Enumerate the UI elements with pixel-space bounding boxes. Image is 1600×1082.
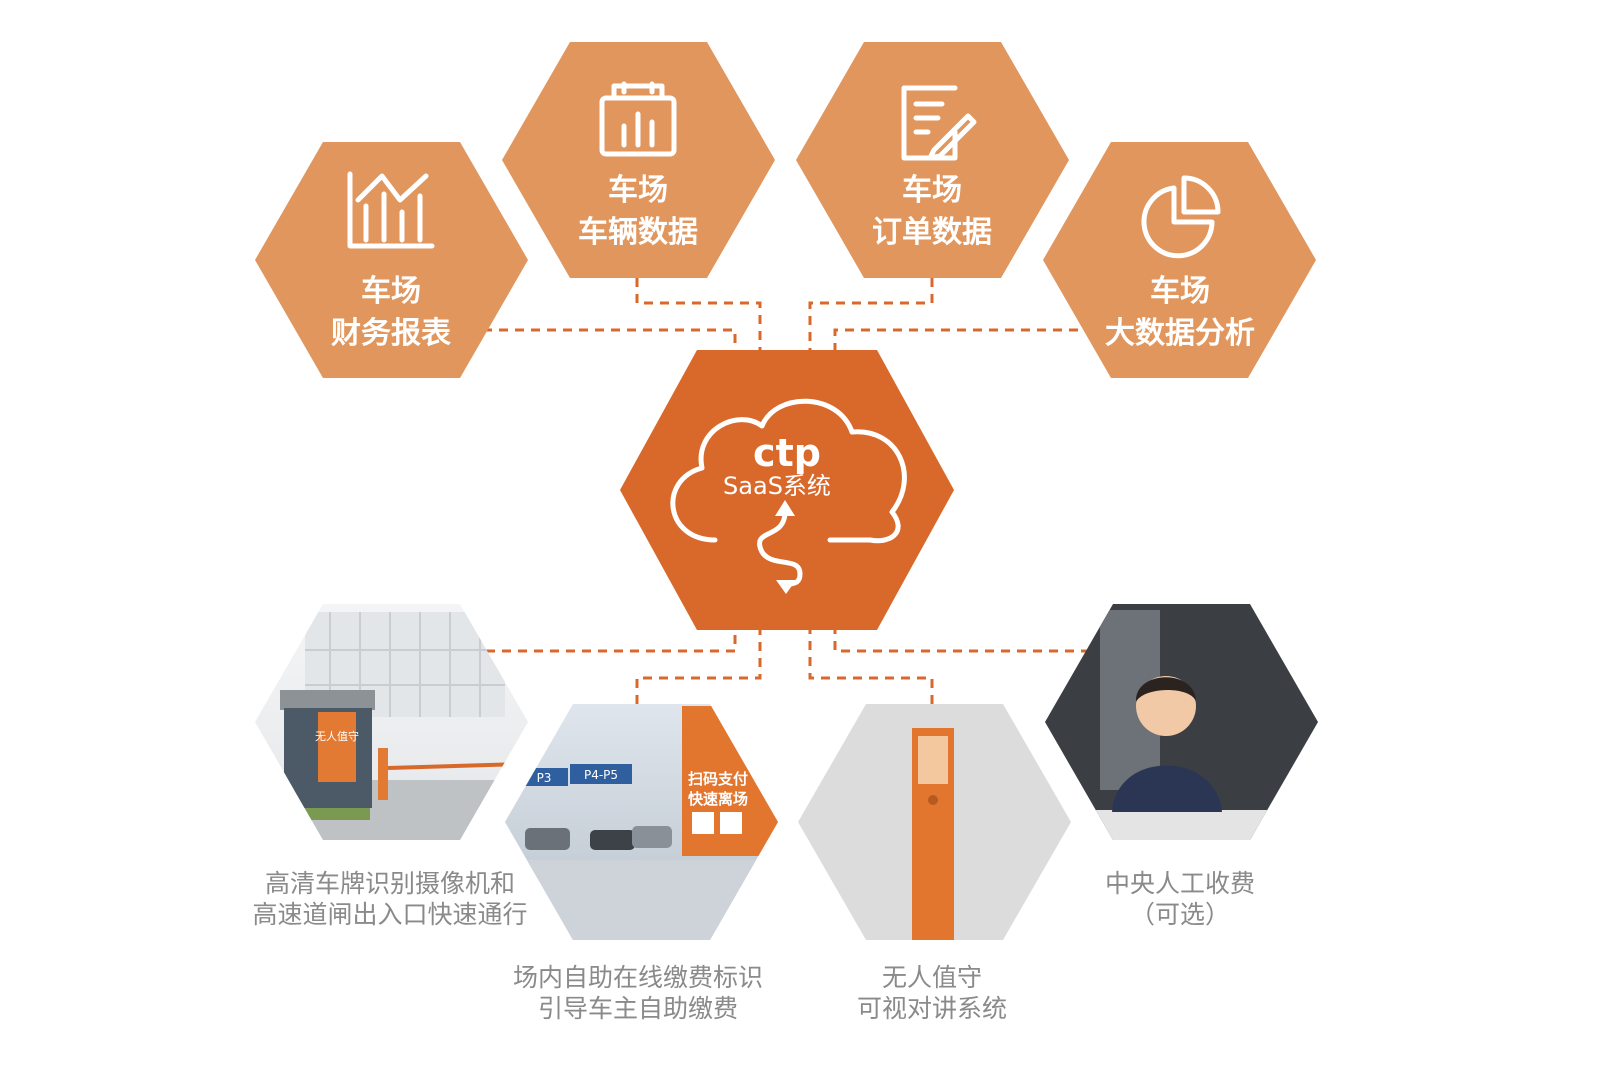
connector-bigdata <box>833 328 1110 350</box>
hex-cashier-photo <box>1045 604 1318 840</box>
lane-sign-1: P3 <box>537 771 552 785</box>
order-line1: 车场 <box>902 173 962 208</box>
connector-vehicle <box>635 278 762 350</box>
pie-chart-icon <box>1141 175 1221 259</box>
qr-code-icon <box>692 812 714 834</box>
hex-camera-photo: 无人值守 <box>255 604 528 840</box>
hex-signage-photo: P3 P4-P5 扫码支付 快速离场 <box>505 704 778 940</box>
connector-kiosk <box>808 630 934 704</box>
calendar-chart-icon <box>599 81 677 157</box>
finance-line2: 财务报表 <box>331 316 451 351</box>
caption-signage-1: 场内自助在线缴费标识 <box>513 963 763 992</box>
caption-camera-2: 高速道闸出入口快速通行 <box>252 900 527 929</box>
bigdata-line1: 车场 <box>1150 274 1210 309</box>
connector-camera <box>470 630 737 653</box>
caption-manual-2: （可选） <box>1130 900 1230 929</box>
qr-code-icon <box>720 812 742 834</box>
attendant-uniform <box>1112 765 1222 812</box>
hex-finance-report: 车场 财务报表 <box>255 142 528 378</box>
caption-kiosk-1: 无人值守 <box>882 963 982 992</box>
vehicle-line1: 车场 <box>608 173 668 208</box>
cloud-icon <box>670 398 907 544</box>
caption-signage-2: 引导车主自助缴费 <box>538 994 738 1023</box>
hex-bigdata-analysis: 车场 大数据分析 <box>1043 142 1316 378</box>
saas-label: SaaS系统 <box>723 472 831 500</box>
pay-sign-text-1: 扫码支付 <box>688 770 748 788</box>
bar-chart-icon <box>347 171 435 249</box>
hex-saas-center: ctp SaaS系统 <box>620 350 954 630</box>
ctp-logo: ctp <box>753 431 821 475</box>
vehicle-line2: 车辆数据 <box>578 215 698 250</box>
document-edit-icon <box>901 85 977 161</box>
caption-camera-1: 高清车牌识别摄像机和 <box>265 869 515 898</box>
caption-kiosk-2: 可视对讲系统 <box>857 994 1007 1023</box>
pay-sign-text-2: 快速离场 <box>688 790 748 808</box>
sync-arrow-icon <box>757 509 803 589</box>
hex-order-data: 车场 订单数据 <box>796 42 1069 278</box>
connector-lines <box>467 278 1110 704</box>
lane-sign-2: P4-P5 <box>584 768 618 782</box>
booth-sign <box>318 712 356 782</box>
hex-vehicle-data: 车场 车辆数据 <box>502 42 775 278</box>
connector-order <box>808 278 934 350</box>
connector-finance <box>467 328 737 350</box>
bigdata-line2: 大数据分析 <box>1105 316 1255 351</box>
connector-manual <box>833 630 1090 653</box>
finance-line1: 车场 <box>361 274 421 309</box>
order-line2: 订单数据 <box>872 215 992 250</box>
connector-signage <box>635 630 762 704</box>
caption-manual-1: 中央人工收费 <box>1105 869 1255 898</box>
booth-sign-text: 无人值守 <box>315 729 359 743</box>
hex-kiosk-photo <box>798 704 1071 940</box>
